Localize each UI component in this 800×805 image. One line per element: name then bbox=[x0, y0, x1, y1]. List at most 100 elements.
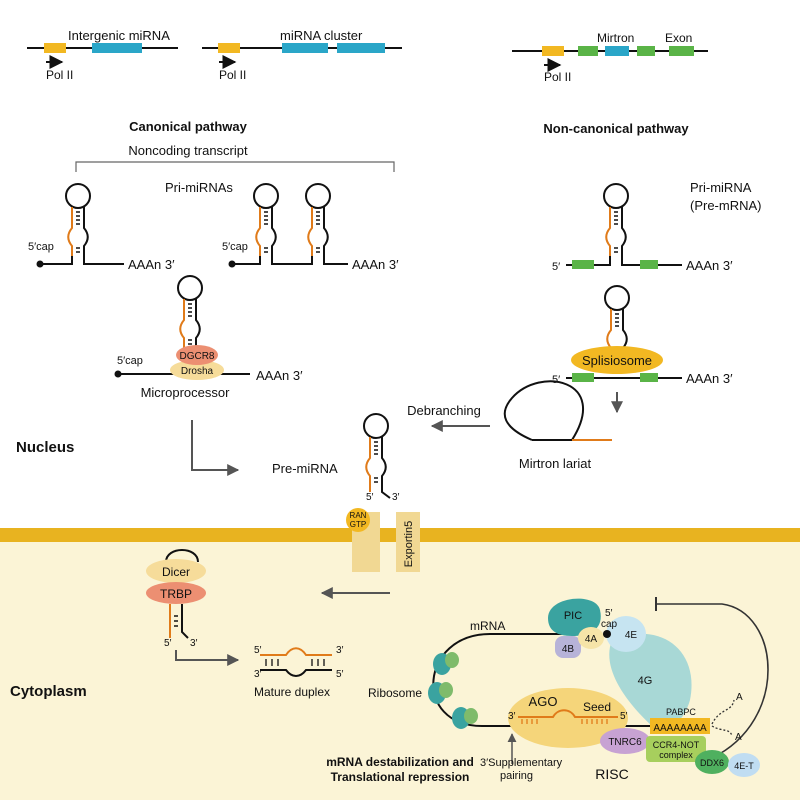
adenine-label: A bbox=[736, 692, 743, 703]
ribosome-subunit bbox=[445, 652, 459, 668]
mature-duplex: 5′ 3′ 3′ 5′ Mature duplex bbox=[254, 645, 344, 699]
spliceosome-complex: Splisiosome 5′ AAAn 3′ bbox=[552, 285, 733, 386]
ran-label: RAN bbox=[350, 511, 367, 520]
mirna-box bbox=[92, 43, 142, 53]
cluster-label: miRNA cluster bbox=[280, 28, 363, 43]
dgcr8-label: DGCR8 bbox=[179, 351, 214, 362]
intergenic-label: Intergenic miRNA bbox=[68, 28, 170, 43]
cap-dot bbox=[603, 630, 611, 638]
repression-label-2: Translational repression bbox=[331, 770, 470, 784]
cap-label: 5′cap bbox=[117, 355, 143, 367]
duplex-label: Mature duplex bbox=[254, 685, 330, 699]
spliceosome-protein bbox=[571, 346, 663, 374]
tnrc6-label: TNRC6 bbox=[608, 737, 642, 748]
three-prime-label: 3′ bbox=[254, 669, 262, 680]
pri-mirna-label-2: (Pre-mRNA) bbox=[690, 198, 762, 213]
ago-label: AGO bbox=[529, 694, 558, 709]
three-prime-label: 3′ bbox=[508, 711, 516, 722]
spliceosome-label: Splisiosome bbox=[582, 353, 652, 368]
repression-label-1: mRNA destabilization and bbox=[326, 755, 474, 769]
pairing-label: pairing bbox=[500, 770, 533, 782]
pol-label: Pol II bbox=[544, 70, 571, 84]
eif4g-protein bbox=[609, 633, 692, 730]
dgcr8-protein bbox=[176, 345, 218, 365]
pri-mirna-left: 5′cap AAAn 3′ bbox=[28, 183, 175, 272]
microprocessor-complex: DGCR8 Drosha 5′cap AAAn 3′ Microprocesso… bbox=[114, 275, 303, 400]
dicer-label: Dicer bbox=[162, 565, 190, 579]
polya-label: AAAAAAAA bbox=[653, 723, 707, 734]
exon-box bbox=[637, 46, 655, 56]
cap-label: cap bbox=[601, 619, 618, 630]
three-prime-label: 3′ bbox=[336, 645, 344, 656]
pre-mrna-transcript: 5′ AAAn 3′ bbox=[552, 183, 733, 273]
eif4g-label: 4G bbox=[638, 675, 653, 687]
five-prime-label: 5′ bbox=[336, 669, 344, 680]
eif4e-label: 4E bbox=[625, 630, 638, 641]
promoter-box bbox=[542, 46, 564, 56]
five-prime-label: 5′ bbox=[366, 492, 374, 503]
gtp-label: GTP bbox=[350, 520, 366, 529]
dicer-protein bbox=[146, 559, 206, 583]
cluster-gene: miRNA cluster Pol II bbox=[202, 28, 402, 82]
eif4a-label: 4A bbox=[585, 634, 598, 645]
five-prime-label: 5′ bbox=[552, 261, 560, 273]
microprocessor-label: Microprocessor bbox=[141, 385, 231, 400]
cap-label: 5′cap bbox=[28, 241, 54, 253]
polya-label: AAAn 3′ bbox=[256, 368, 303, 383]
polya-label: AAAn 3′ bbox=[686, 371, 733, 386]
polya-label: AAAn 3′ bbox=[128, 257, 175, 272]
polya-label: AAAn 3′ bbox=[686, 258, 733, 273]
mirtron-lariat: Mirtron lariat bbox=[503, 380, 612, 471]
mirtron-box bbox=[605, 46, 629, 56]
exon-box bbox=[572, 260, 594, 269]
pri-mirna-cluster: 5′cap AAAn 3′ bbox=[222, 183, 399, 272]
seed-label: Seed bbox=[583, 700, 611, 714]
ribosome-label: Ribosome bbox=[368, 686, 422, 700]
five-prime-label: 5′ bbox=[254, 645, 262, 656]
ribosome-subunit bbox=[464, 708, 478, 724]
ccr4-not-protein bbox=[646, 736, 706, 762]
promoter-box bbox=[44, 43, 66, 53]
canonical-title: Canonical pathway bbox=[129, 119, 248, 134]
exportin5-label: Exportin5 bbox=[403, 521, 415, 567]
lariat-label: Mirtron lariat bbox=[519, 456, 592, 471]
nucleus-label: Nucleus bbox=[16, 439, 74, 456]
three-prime-label: 3′ bbox=[190, 638, 198, 649]
promoter-box bbox=[218, 43, 240, 53]
trbp-protein bbox=[146, 582, 206, 604]
base-pairs bbox=[521, 719, 608, 724]
exportin5-channel: RAN GTP Exportin5 bbox=[346, 508, 420, 572]
drosha-label: Drosha bbox=[181, 366, 214, 377]
pre-mirna: 5′ 3′ Pre-miRNA bbox=[272, 413, 400, 503]
noncanonical-title: Non-canonical pathway bbox=[543, 121, 689, 136]
pabpc-label: PABPC bbox=[666, 707, 696, 717]
eif4b-protein bbox=[555, 636, 581, 658]
dicer-complex: Dicer TRBP 5′ 3′ bbox=[146, 549, 206, 649]
exon-box bbox=[572, 373, 594, 382]
exon-box bbox=[578, 46, 598, 56]
risc-label: RISC bbox=[595, 766, 628, 782]
inhibition-arc bbox=[656, 603, 769, 759]
exon-label: Exon bbox=[665, 31, 692, 45]
pic-label: PIC bbox=[564, 610, 582, 622]
ribosomes: Ribosome bbox=[368, 652, 478, 729]
mirna-box bbox=[337, 43, 385, 53]
deadenylation-arrow bbox=[711, 725, 733, 737]
drosha-protein bbox=[170, 360, 224, 380]
pri-mirna-label-1: Pri-miRNA bbox=[690, 180, 752, 195]
cap-label: 5′cap bbox=[222, 241, 248, 253]
mirtron-label: Mirtron bbox=[597, 31, 634, 45]
pre-mirna-label: Pre-miRNA bbox=[272, 461, 338, 476]
eif4e-t-protein bbox=[728, 753, 760, 777]
ddx6-protein bbox=[695, 750, 729, 774]
exon-box bbox=[640, 260, 658, 269]
noncoding-bracket bbox=[75, 161, 395, 172]
noncoding-label: Noncoding transcript bbox=[128, 143, 248, 158]
arrow-icon bbox=[175, 650, 240, 666]
exon-box bbox=[669, 46, 694, 56]
ribosome-subunit bbox=[439, 682, 453, 698]
five-prime-label: 5′ bbox=[605, 608, 613, 619]
pol-label: Pol II bbox=[219, 68, 246, 82]
